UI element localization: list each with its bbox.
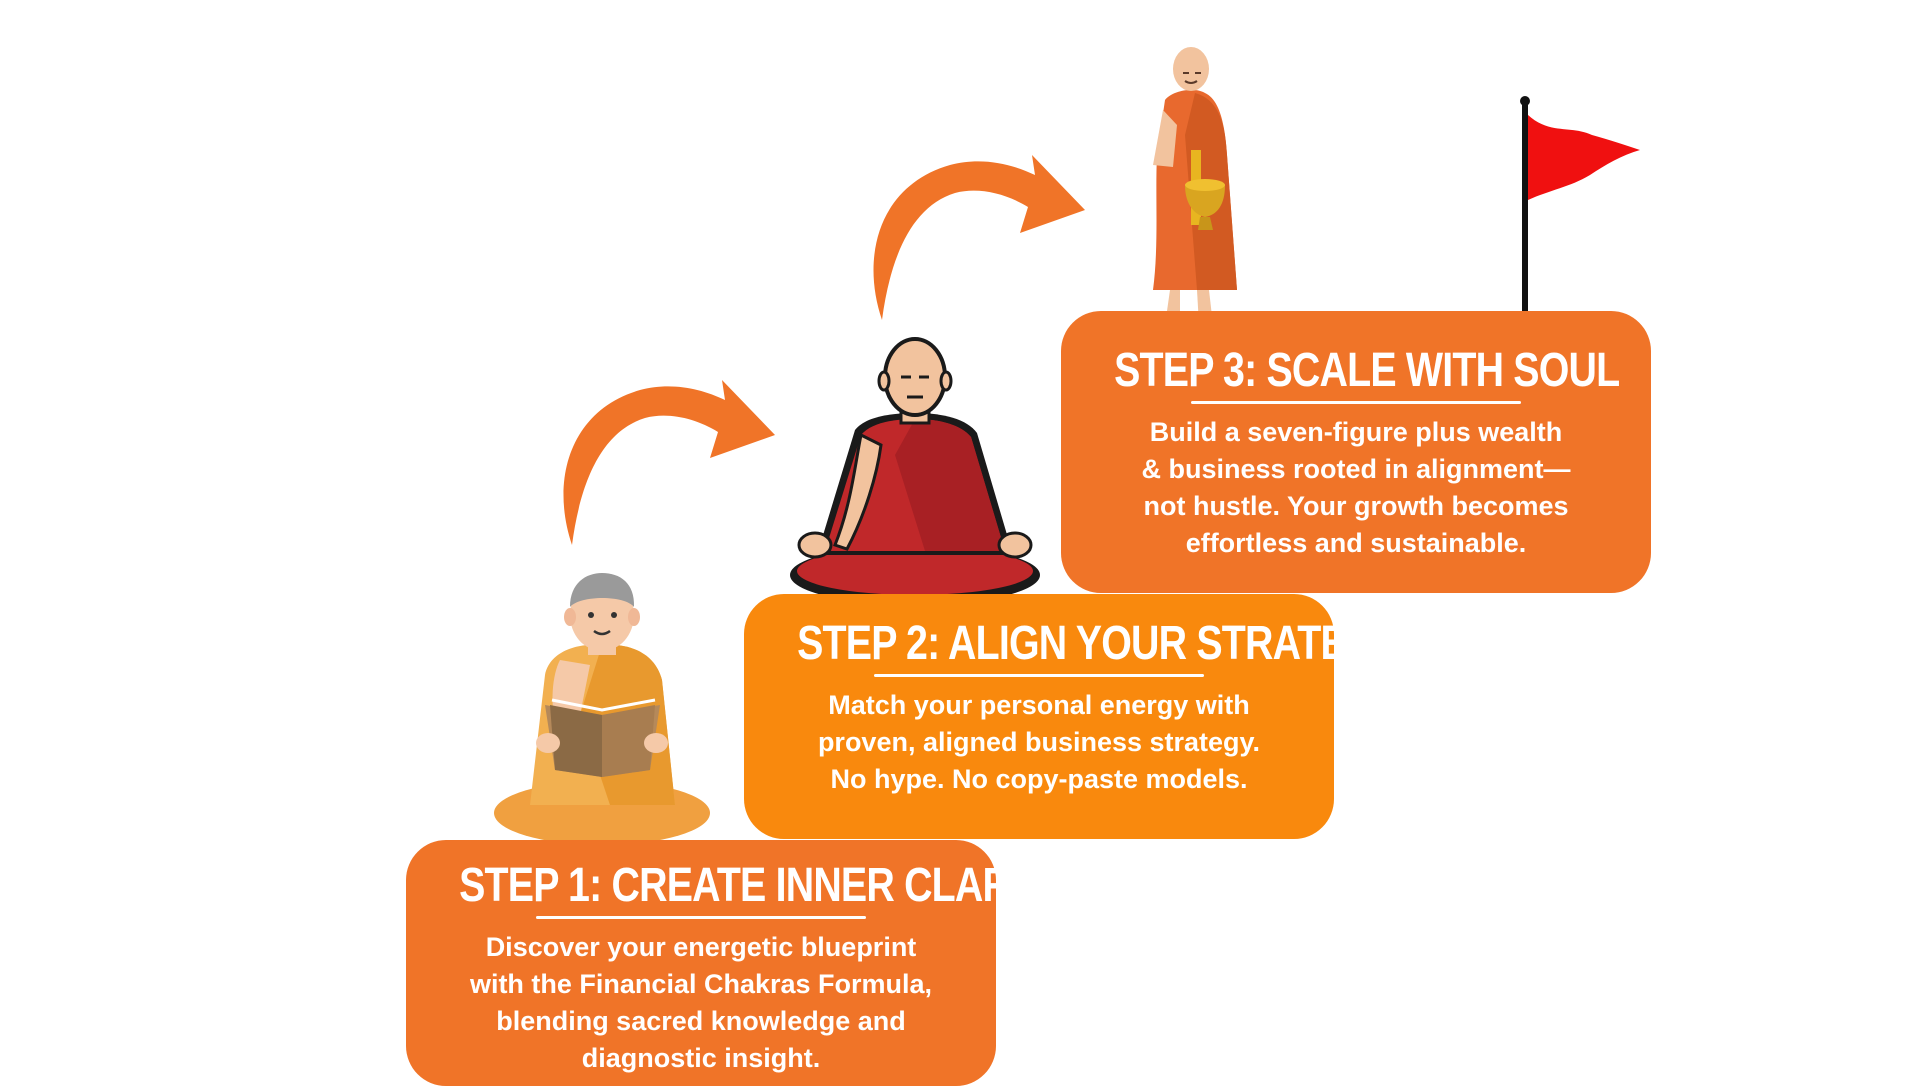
step-1-title: STEP 1: CREATE INNER CLARITY	[459, 859, 1070, 912]
step-3-title: STEP 3: SCALE WITH SOUL	[1114, 344, 1620, 397]
step-3-description: Build a seven-figure plus wealth & busin…	[1141, 417, 1571, 558]
step-1-card: STEP 1: CREATE INNER CLARITY Discover yo…	[406, 840, 1070, 1086]
title-underline	[536, 916, 866, 919]
step-2-title: STEP 2: ALIGN YOUR STRATEGY	[797, 617, 1402, 670]
goal-flag-icon	[1520, 96, 1640, 315]
curved-arrow-icon	[563, 380, 775, 545]
step-2-description: Match your personal energy with proven, …	[817, 690, 1261, 794]
meditating-monk-icon	[790, 337, 1040, 605]
step-1-description: Discover your energetic blueprint with t…	[469, 932, 933, 1073]
step-3-card: STEP 3: SCALE WITH SOUL Build a seven-fi…	[1061, 311, 1651, 593]
title-underline	[1191, 401, 1521, 404]
reading-monk-icon	[494, 573, 710, 845]
curved-arrow-icon	[873, 155, 1085, 320]
title-underline	[874, 674, 1204, 677]
walking-monk-icon	[1153, 47, 1237, 325]
step-2-card: STEP 2: ALIGN YOUR STRATEGY Match your p…	[744, 594, 1402, 839]
